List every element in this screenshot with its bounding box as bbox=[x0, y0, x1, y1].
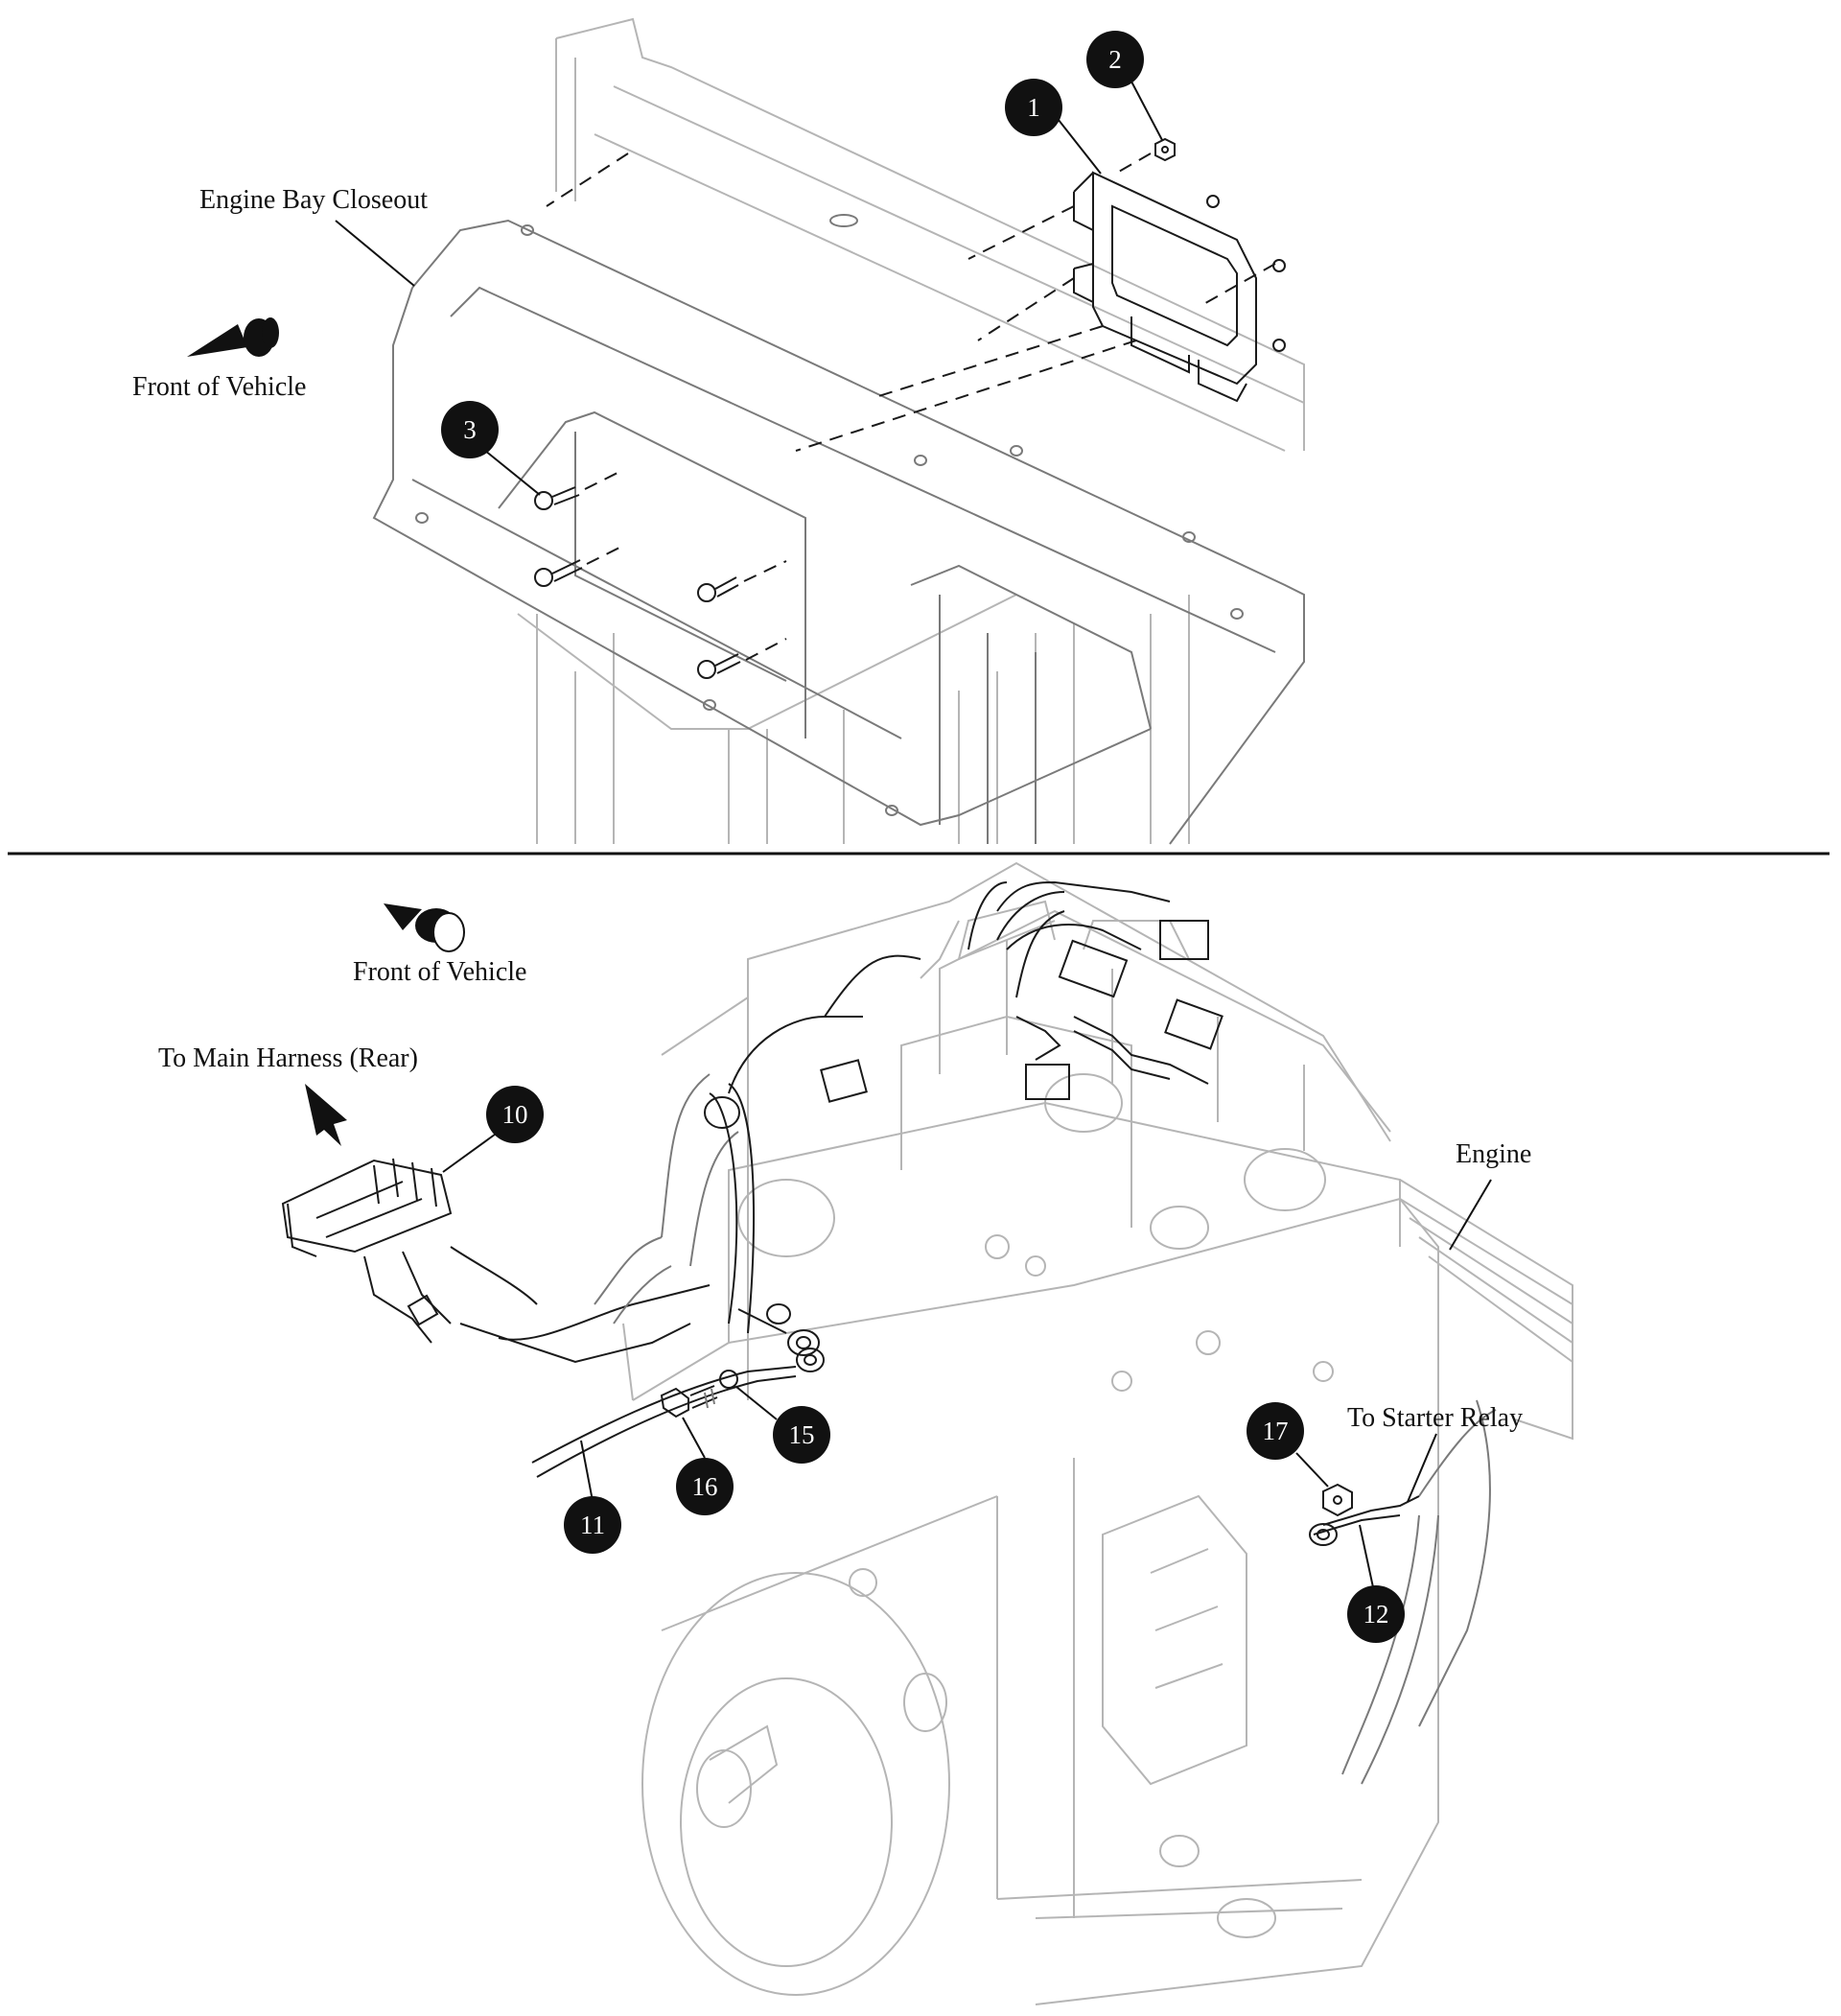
label-engine-bay-closeout: Engine Bay Closeout bbox=[199, 185, 428, 215]
bolt-c bbox=[697, 560, 787, 602]
engine-harness bbox=[459, 880, 1497, 1785]
leader-engine-bay-closeout bbox=[335, 220, 415, 287]
ring-terminal-15 bbox=[719, 1303, 820, 1389]
leader-callout-17 bbox=[1295, 1452, 1329, 1488]
leader-callout-10 bbox=[442, 1131, 500, 1173]
leader-callout-16 bbox=[682, 1417, 706, 1459]
label-front-of-vehicle-bottom: Front of Vehicle bbox=[353, 957, 526, 987]
leader-callout-3 bbox=[478, 445, 541, 496]
leader-callout-1 bbox=[1054, 114, 1102, 175]
label-engine: Engine bbox=[1456, 1139, 1531, 1169]
main-harness-connector bbox=[281, 1158, 538, 1344]
engine-bay-closeout-panel bbox=[372, 214, 1305, 845]
callout-15: 15 bbox=[773, 1406, 830, 1464]
front-of-vehicle-arrow-bottom bbox=[384, 903, 465, 952]
ground-cable bbox=[531, 1348, 825, 1478]
to-main-harness-arrow bbox=[305, 1084, 347, 1146]
leader-callout-11 bbox=[580, 1440, 594, 1502]
svg-text:3: 3 bbox=[463, 415, 477, 444]
bolt-d bbox=[697, 638, 787, 679]
svg-text:16: 16 bbox=[692, 1472, 718, 1501]
svg-text:1: 1 bbox=[1027, 93, 1040, 122]
ecm-alignment-dashes bbox=[546, 152, 1276, 452]
callout-3: 3 bbox=[441, 401, 499, 458]
frame-structure bbox=[517, 17, 1305, 844]
bolt-a bbox=[534, 469, 624, 510]
svg-text:17: 17 bbox=[1263, 1417, 1289, 1445]
leader-engine bbox=[1449, 1179, 1492, 1251]
label-to-main-harness: To Main Harness (Rear) bbox=[158, 1043, 418, 1073]
callout-11: 11 bbox=[564, 1496, 621, 1554]
closeout-bolts bbox=[534, 469, 787, 679]
top-view: 1 2 3 Engine Bay Closeout Front of Vehic… bbox=[132, 17, 1305, 845]
ground-bolt-16 bbox=[660, 1385, 718, 1418]
label-to-starter-relay: To Starter Relay bbox=[1347, 1403, 1523, 1433]
callout-10: 10 bbox=[486, 1086, 544, 1143]
leader-callout-2 bbox=[1130, 81, 1163, 141]
ecm-mounting-nut bbox=[1154, 137, 1176, 162]
svg-text:12: 12 bbox=[1363, 1600, 1389, 1629]
bottom-view: 10 11 12 15 16 17 Front of Vehicle To Ma… bbox=[158, 861, 1573, 2005]
callout-2: 2 bbox=[1086, 31, 1144, 88]
svg-text:11: 11 bbox=[580, 1511, 605, 1539]
leader-to-starter-relay bbox=[1407, 1433, 1437, 1503]
label-front-of-vehicle-top: Front of Vehicle bbox=[132, 372, 306, 402]
leader-callout-15 bbox=[735, 1386, 778, 1420]
starter-relay-nut-17 bbox=[1322, 1483, 1353, 1517]
svg-text:10: 10 bbox=[502, 1100, 528, 1129]
callout-17: 17 bbox=[1247, 1402, 1304, 1460]
bolt-b bbox=[534, 544, 626, 587]
engine-block bbox=[622, 861, 1573, 2005]
leader-callout-12 bbox=[1359, 1524, 1374, 1588]
ecm-module bbox=[1073, 171, 1286, 403]
svg-text:15: 15 bbox=[789, 1420, 815, 1449]
front-of-vehicle-arrow-top bbox=[187, 317, 279, 357]
callout-12: 12 bbox=[1347, 1585, 1405, 1643]
callout-16: 16 bbox=[676, 1458, 734, 1515]
starter-relay-ring-terminal-12 bbox=[1309, 1523, 1338, 1546]
callout-1: 1 bbox=[1005, 79, 1062, 136]
svg-text:2: 2 bbox=[1108, 45, 1122, 74]
